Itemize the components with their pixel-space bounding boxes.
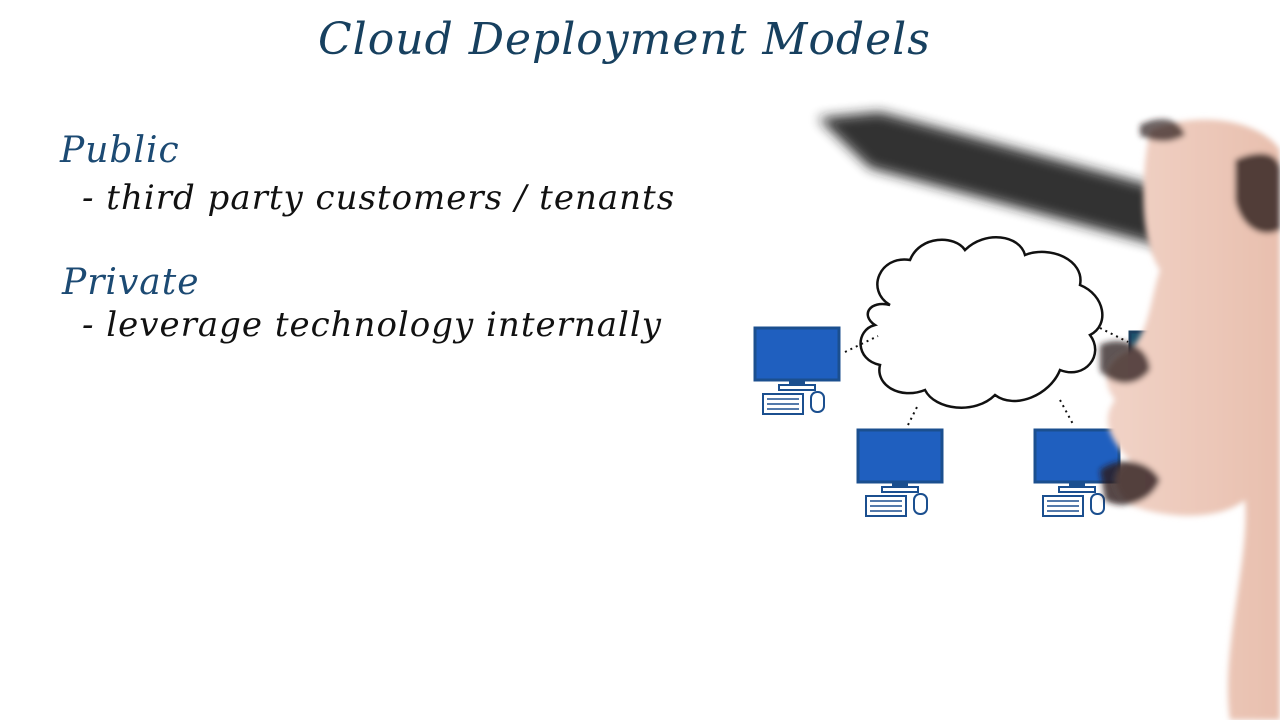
bullet-private: - leverage technology internally [82, 305, 662, 345]
heading-public: Public [60, 130, 180, 171]
computer-icon [753, 326, 841, 415]
heading-private: Private [62, 262, 200, 303]
computer-icon [1128, 330, 1216, 419]
computer-icon [1033, 428, 1121, 517]
network-diagram [753, 236, 1216, 517]
bullet-public: - third party customers / tenants [82, 178, 676, 218]
page-title: Cloud Deployment Models [318, 14, 931, 65]
computer-icon [856, 428, 944, 517]
cloud-icon [859, 236, 1104, 409]
